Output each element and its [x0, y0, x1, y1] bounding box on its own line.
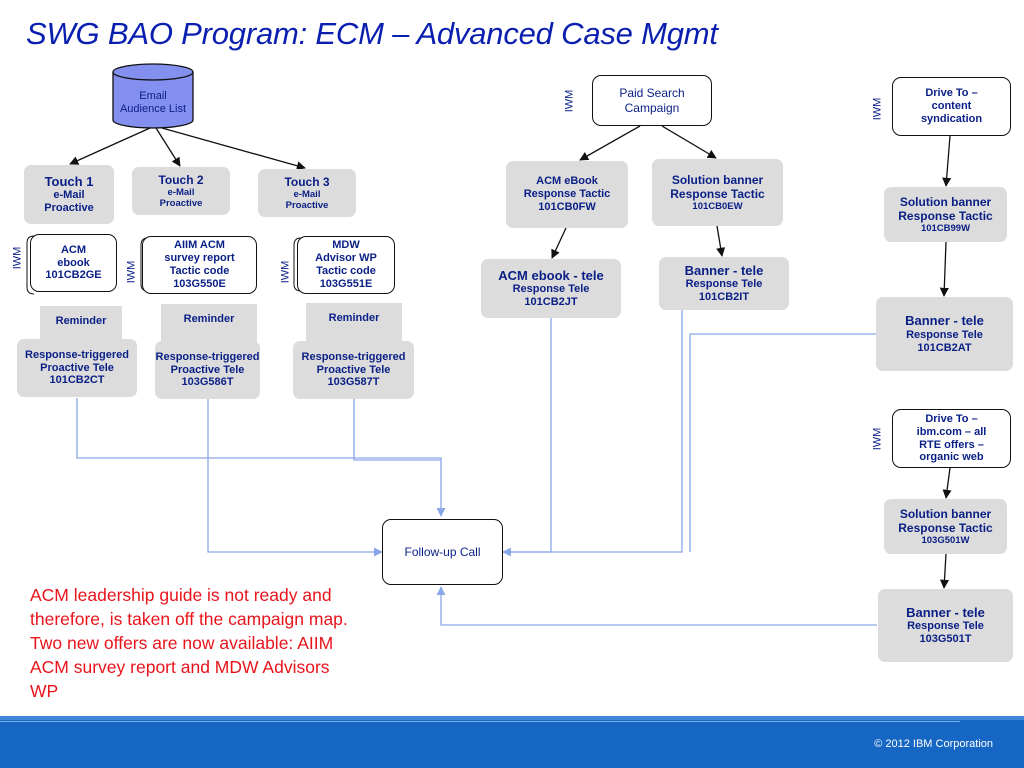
iwm-label: IWM [563, 89, 576, 113]
line-right1-followup [689, 333, 876, 552]
note-text: ACM leadership guide is not ready and th… [30, 585, 348, 701]
acm-ebook-response-tactic: ACM eBook Response Tactic 101CB0FW [506, 161, 628, 228]
footer-divider-thin [0, 721, 960, 722]
banner-tele-mid: Banner - tele Response Tele 101CB2IT [659, 257, 789, 310]
solution-banner-right-1: Solution banner Response Tactic 101CB99W [884, 187, 1007, 242]
iwm-label: IWM [11, 246, 24, 270]
line-banner-tele-followup [502, 310, 683, 557]
arrow-drive-solution2 [942, 467, 952, 499]
arrow-email-touch3 [161, 127, 306, 171]
page-title: SWG BAO Program: ECM – Advanced Case Mgm… [26, 16, 718, 51]
banner-tele-right-2: Banner - tele Response Tele 103G501T [878, 589, 1013, 662]
iwm-label: IWM [871, 427, 884, 451]
offer-aiim-survey: AIIM ACM survey report Tactic code 103G5… [142, 236, 257, 294]
offer-acm-ebook: ACM ebook 101CB2GE [30, 234, 117, 292]
email-audience-list: Email Audience List [119, 90, 187, 115]
reminder-box-3: Reminder [306, 303, 402, 346]
arrow-paid-acm [579, 125, 641, 161]
arrow-drive-solution1 [942, 135, 952, 187]
line-rt1-followup [76, 398, 446, 517]
line-rt2-followup [207, 398, 383, 557]
solution-banner-response-tactic: Solution banner Response Tactic 101CB0EW [652, 159, 783, 226]
arrow-email-touch2 [155, 127, 181, 167]
line-right2-followup [436, 586, 877, 626]
touch-2-box: Touch 2 e-Mail Proactive [132, 167, 230, 215]
touch-3-box: Touch 3 e-Mail Proactive [258, 169, 356, 217]
banner-tele-right-1: Banner - tele Response Tele 101CB2AT [876, 297, 1013, 371]
touch-1-box: Touch 1 e-Mail Proactive [24, 165, 114, 224]
follow-up-call: Follow-up Call [382, 519, 503, 585]
arrow-banner-tele [716, 225, 726, 257]
response-triggered-1: Response-triggered Proactive Tele 101CB2… [17, 339, 137, 397]
paid-search-campaign: Paid Search Campaign [592, 75, 712, 126]
iwm-label: IWM [279, 260, 292, 284]
footer-divider [0, 716, 1024, 720]
arrow-solution1-tele [939, 241, 949, 297]
iwm-label: IWM [125, 260, 138, 284]
drive-to-content-syndication: Drive To – content syndication [892, 77, 1011, 136]
line-acm-tele-followup [503, 318, 552, 553]
arrow-acm-tele [551, 227, 567, 259]
response-triggered-2: Response-triggered Proactive Tele 103G58… [155, 341, 260, 399]
reminder-box-2: Reminder [161, 304, 257, 346]
database-icon [112, 63, 194, 129]
copyright: © 2012 IBM Corporation [874, 738, 993, 750]
arrow-email-touch1 [69, 127, 151, 165]
acm-ebook-tele: ACM ebook - tele Response Tele 101CB2JT [481, 259, 621, 318]
solution-banner-right-2: Solution banner Response Tactic 103G501W [884, 499, 1007, 554]
footer-bar [0, 716, 1024, 768]
arrow-solution2-tele [939, 553, 950, 589]
blue-connectors [76, 310, 877, 626]
drive-to-ibm-com: Drive To – ibm.com – all RTE offers – or… [892, 409, 1011, 468]
iwm-label: IWM [871, 97, 884, 121]
line-rt3-followup [353, 398, 441, 461]
offer-mdw-advisor: MDW Advisor WP Tactic code 103G551E [297, 236, 395, 294]
arrow-paid-banner [661, 125, 717, 159]
black-arrows [69, 125, 952, 589]
response-triggered-3: Response-triggered Proactive Tele 103G58… [293, 341, 414, 399]
